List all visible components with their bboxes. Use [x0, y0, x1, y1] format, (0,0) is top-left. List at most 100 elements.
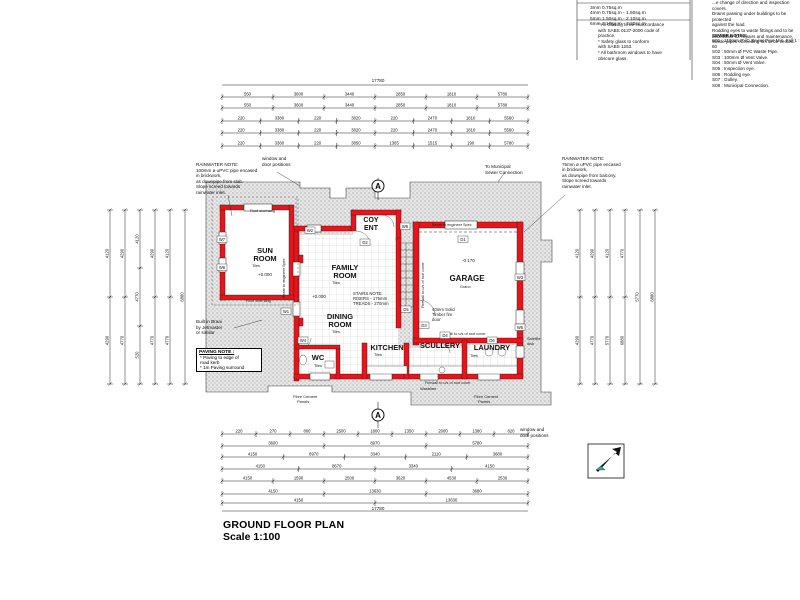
bottom-small-label: 820	[508, 429, 516, 434]
grano-garage: Grano	[460, 285, 471, 289]
room-label-garage: GARAGE	[449, 274, 485, 283]
right-d-slash	[623, 295, 627, 299]
left-b-slash	[123, 295, 127, 299]
paving-line-3: * 1m Paving surround	[200, 365, 245, 371]
bottom-row5-label: 13630	[369, 489, 381, 494]
stairs-note-1: STAIRS NOTE:	[353, 291, 383, 296]
tag-box	[439, 331, 451, 339]
bottom-row3-slash	[220, 467, 224, 471]
room-label-dining-2: ROOM	[328, 320, 351, 329]
left-b-slash	[123, 208, 127, 212]
stairs-note-3: TREADS - 270mm	[353, 301, 389, 306]
fibre-left-2: Panels	[297, 399, 309, 404]
tag-w6: W6	[219, 265, 226, 270]
fibre-right-2: Panels	[478, 399, 490, 404]
top-row2-label: 5780	[498, 103, 508, 108]
top-row5-label: 3380	[275, 141, 285, 146]
stairs-note-2: RISERS - 175mm	[353, 296, 388, 301]
tag-box	[457, 235, 469, 243]
room-label-dining-1: DINING	[327, 312, 353, 321]
top-row1-slash	[475, 95, 479, 99]
right-c-slash	[608, 382, 612, 386]
top-row1-slash	[373, 95, 377, 99]
tag-d6: D6	[489, 338, 495, 343]
top-row5-label: 5780	[504, 141, 514, 146]
right-b-slash	[593, 208, 597, 212]
right-e-slash	[638, 208, 642, 212]
right-a-label: 4120	[575, 248, 580, 258]
bottom-row1-slash	[424, 444, 428, 448]
top-row3-label: 220	[238, 116, 246, 121]
kitchen-counters	[366, 347, 518, 375]
section-label-top: A	[375, 182, 381, 191]
left-f-label: 6880	[180, 292, 185, 302]
tiles-dining: Tiles	[332, 330, 340, 334]
bottom-row4-label: 1590	[294, 476, 304, 481]
top-row1-label: 1810	[447, 92, 457, 97]
satellite-1: Satellite	[527, 337, 541, 341]
bottom-row3-label: 8670	[332, 464, 342, 469]
top-row2-slash	[322, 106, 326, 110]
top-row4-label: 3380	[275, 128, 285, 133]
bottom-row3-slash	[373, 467, 377, 471]
top-row5-label: 220	[238, 141, 246, 146]
bottom-row1-slash	[526, 444, 530, 448]
top-row3-label: 3380	[275, 116, 285, 121]
glazing-notes: * All Glazing to be in accordance with S…	[598, 22, 665, 61]
bottom-row1-label: 3600	[268, 441, 278, 446]
bottom-small-label: 1380	[472, 429, 482, 434]
rainwater-note-right: RAINWATER NOTE: 75mm ø uPVC pipe encased…	[562, 156, 621, 189]
top-row1-label: 3440	[345, 92, 355, 97]
tag-w1: W1	[283, 309, 290, 314]
bottom-row1-slash	[220, 444, 224, 448]
top-row3-slash	[335, 119, 339, 123]
right-c-label: 4120	[605, 248, 610, 258]
rainwater-note-left: RAINWATER NOTE: 100mm ø uPVC pipe encase…	[196, 162, 258, 195]
top-row4-label: 1810	[466, 128, 476, 133]
bottom-row6-slash	[373, 501, 377, 505]
right-b-label: 4770	[590, 335, 595, 345]
bottom-row2-label: 3680	[493, 452, 503, 457]
bottom-row4-slash	[220, 479, 224, 483]
bottom-row4-label: 4150	[243, 476, 253, 481]
roof-overhang-lines	[211, 196, 299, 306]
left-a-label: 4120	[105, 248, 110, 258]
tag-d1: D1	[460, 237, 466, 242]
room-label-kitchen: KITCHEN	[370, 343, 403, 352]
left-c-slash	[138, 382, 142, 386]
bottom-small-label: 1800	[370, 429, 380, 434]
top-row3-label: 5560	[504, 116, 514, 121]
left-d-slash	[153, 208, 157, 212]
top-row2-label: 1810	[447, 103, 457, 108]
top-row3-slash	[220, 119, 224, 123]
room-label-family-2: ROOM	[333, 271, 356, 280]
top-row4-label: 220	[238, 128, 246, 133]
bottom-row4-label: 2530	[498, 476, 508, 481]
left-e-label: 4120	[165, 248, 170, 258]
top-row3-slash	[258, 119, 262, 123]
room-annotations: Tiles Tiles Tiles Grano Tiles Tiles Tile…	[246, 209, 541, 404]
tag-w4: W4	[300, 338, 307, 343]
left-d-label: 4290	[150, 248, 155, 258]
top-row3-slash	[411, 119, 415, 123]
top-row2-slash	[373, 106, 377, 110]
right-b-label: 4290	[590, 248, 595, 258]
firewall-top: Firewall to u/s of roof cover	[425, 381, 471, 385]
bottom-small-label: 1350	[404, 429, 414, 434]
room-label-coy-2: ENT	[364, 225, 379, 232]
top-row5-slash	[488, 144, 492, 148]
bottom-row4-slash	[373, 479, 377, 483]
top-row1-slash	[220, 95, 224, 99]
section-marker-top: A	[371, 178, 385, 200]
bottom-row3-slash	[296, 467, 301, 471]
room-label-coy-1: COY	[363, 217, 379, 224]
bottom-row3-slash	[526, 467, 530, 471]
top-row1-slash	[526, 95, 530, 99]
top-row4-slash	[449, 131, 454, 135]
braai-note: Built in Braai by Jetmaster or similar	[196, 319, 223, 336]
tag-w5: W5	[517, 325, 524, 330]
room-labels: SUN ROOM FAMILY ROOM DINING ROOM COY ENT…	[253, 217, 510, 362]
